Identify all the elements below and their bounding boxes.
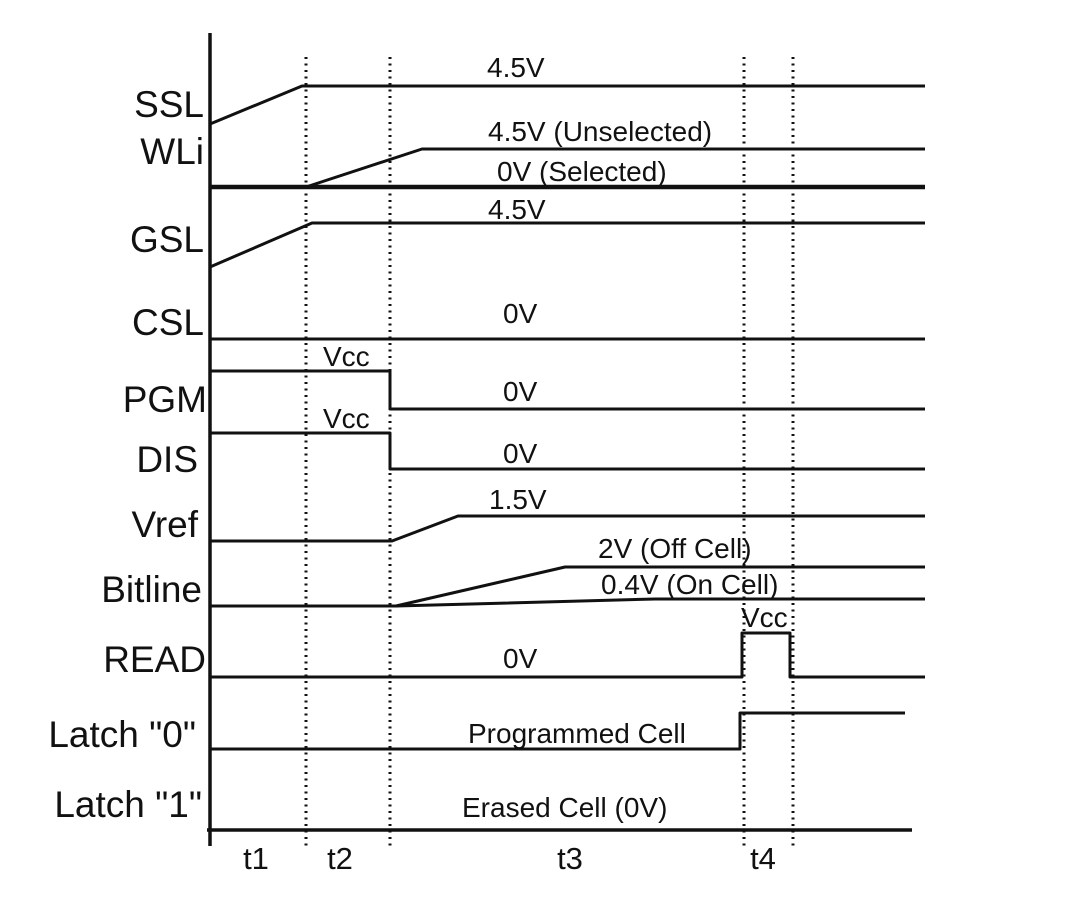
- annotation-latch1-erased-cell: Erased Cell (0V): [462, 792, 667, 823]
- signal-label-vref: Vref: [132, 504, 199, 545]
- vref-waveform: [210, 514, 925, 543]
- annotation-pgm-vcc: Vcc: [323, 341, 370, 372]
- signal-label-csl: CSL: [132, 302, 204, 343]
- signal-label-dis: DIS: [136, 439, 198, 480]
- signal-label-pgm: PGM: [123, 379, 207, 420]
- signal-label-bitline: Bitline: [101, 569, 202, 610]
- annotation-ssl-45v: 4.5V: [487, 52, 545, 83]
- read-waveform: [210, 631, 925, 679]
- gsl-waveform: [209, 221, 925, 269]
- signal-label-ssl: SSL: [134, 84, 204, 125]
- signal-label-gsl: GSL: [130, 219, 204, 260]
- annotation-pgm-0v: 0V: [503, 376, 538, 407]
- annotation-read-0v: 0V: [503, 643, 538, 674]
- annotation-dis-vcc: Vcc: [323, 403, 370, 434]
- annotation-latch0-programmed-cell: Programmed Cell: [468, 718, 686, 749]
- ssl-waveform: [209, 84, 925, 126]
- annotation-read-vcc: Vcc: [741, 602, 788, 633]
- annotation-vref-15v: 1.5V: [489, 484, 547, 515]
- dis-waveform: [210, 431, 925, 471]
- annotation-wli-unselected: 4.5V (Unselected): [488, 116, 712, 147]
- annotation-wli-selected: 0V (Selected): [497, 156, 667, 187]
- time-label-t1: t1: [243, 841, 269, 876]
- signal-label-read: READ: [103, 639, 206, 680]
- signal-label-latch0: Latch "0": [48, 714, 196, 755]
- annotation-csl-0v: 0V: [503, 298, 538, 329]
- annotation-bitline-on-cell: 0.4V (On Cell): [601, 569, 778, 600]
- signal-label-wli: WLi: [140, 131, 204, 172]
- annotation-bitline-off-cell: 2V (Off Cell): [598, 533, 752, 564]
- time-label-t4: t4: [750, 841, 776, 876]
- bitline-on-cell-waveform: [210, 597, 925, 608]
- time-label-t2: t2: [327, 841, 353, 876]
- annotation-gsl-45v: 4.5V: [488, 194, 546, 225]
- latch0-waveform: [210, 711, 905, 751]
- time-label-t3: t3: [557, 841, 583, 876]
- pgm-waveform: [210, 369, 925, 411]
- annotation-dis-0v: 0V: [503, 438, 538, 469]
- signal-label-latch1: Latch "1": [54, 784, 202, 825]
